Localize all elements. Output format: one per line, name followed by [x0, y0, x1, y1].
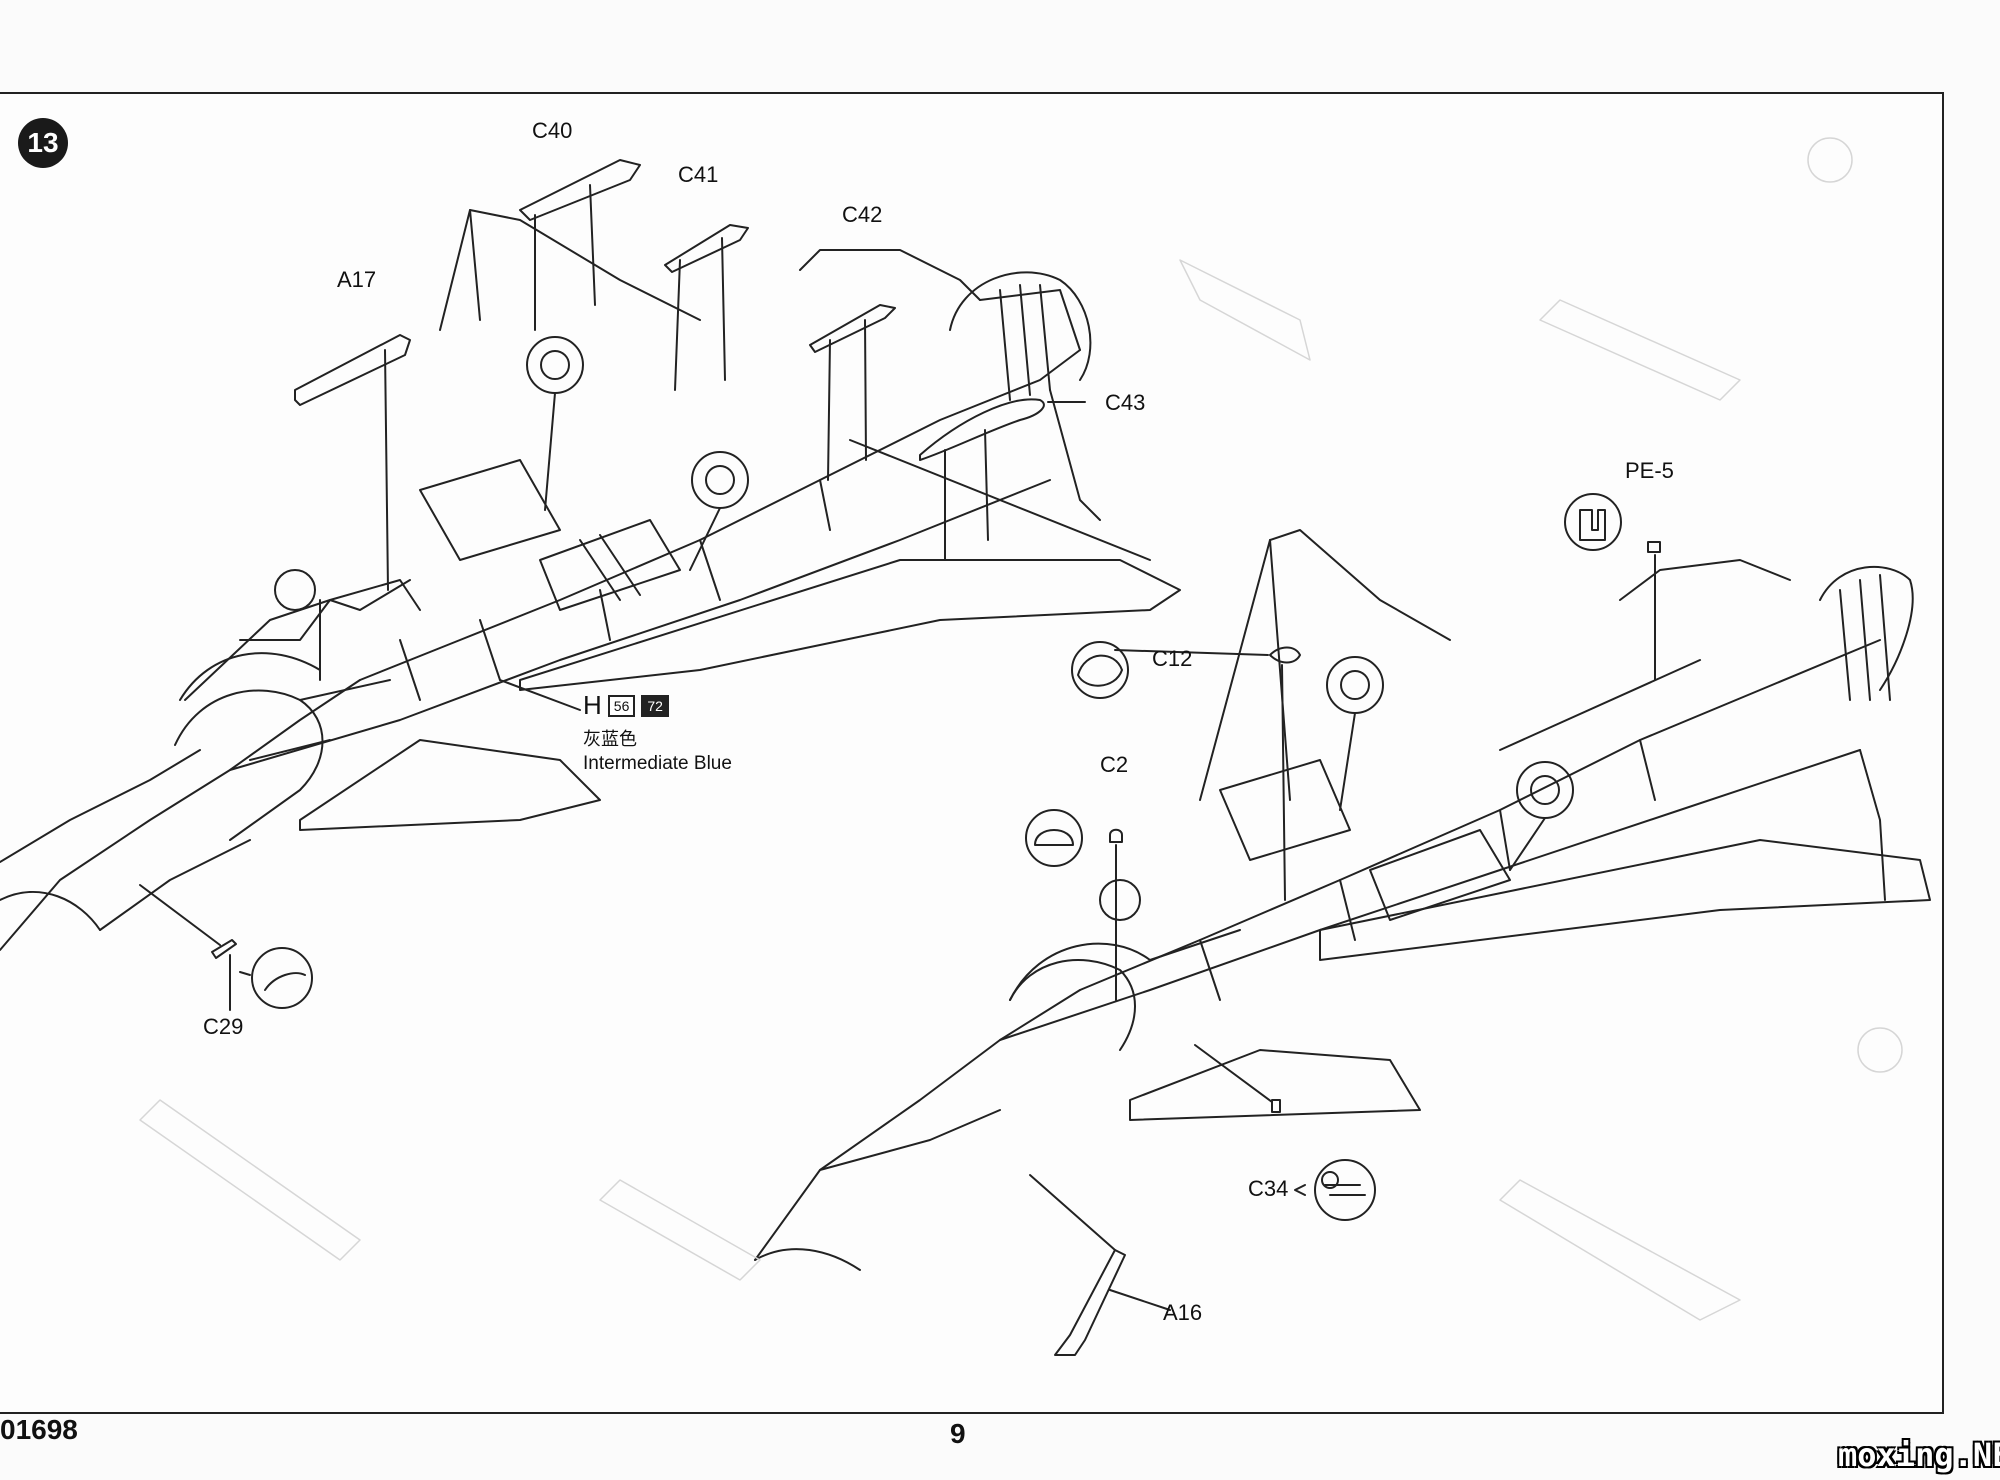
page-frame: [0, 92, 1944, 1414]
part-label-c42: C42: [842, 202, 883, 227]
part-label-a17: A17: [337, 267, 377, 292]
part-label-pe5: PE-5: [1625, 458, 1674, 483]
part-label-c29: C29: [203, 1014, 244, 1039]
paint-code-dark: 72: [641, 694, 669, 717]
paint-name-english: Intermediate Blue: [583, 753, 732, 774]
step-number-badge: 13: [18, 118, 68, 168]
part-label-c43: C43: [1105, 390, 1146, 415]
part-label-c40: C40: [532, 118, 573, 143]
paint-brand-letter: H: [583, 690, 602, 720]
watermark: moxing.NET: [1838, 1436, 2000, 1474]
paint-code-light: 56: [607, 694, 636, 717]
part-label-c2: C2: [1100, 752, 1129, 777]
part-label-a16: A16: [1163, 1300, 1203, 1325]
right-parts: [1025, 493, 1661, 1356]
paint-name-chinese: 灰蓝色: [583, 729, 637, 749]
aircraft-left: [0, 209, 1181, 951]
paint-code-row: H 56 72: [583, 690, 732, 721]
page-number: 9: [950, 1418, 966, 1449]
part-label-c41: C41: [678, 162, 719, 187]
left-parts: [139, 159, 1086, 1011]
bleed-through: [139, 137, 1903, 1321]
aircraft-right: [754, 529, 1931, 1271]
part-label-c12: C12: [1152, 646, 1193, 671]
paint-callout: H 56 72 灰蓝色 Intermediate Blue: [583, 690, 732, 775]
kit-number: 01698: [0, 1414, 78, 1445]
part-label-c34: C34: [1248, 1176, 1289, 1201]
